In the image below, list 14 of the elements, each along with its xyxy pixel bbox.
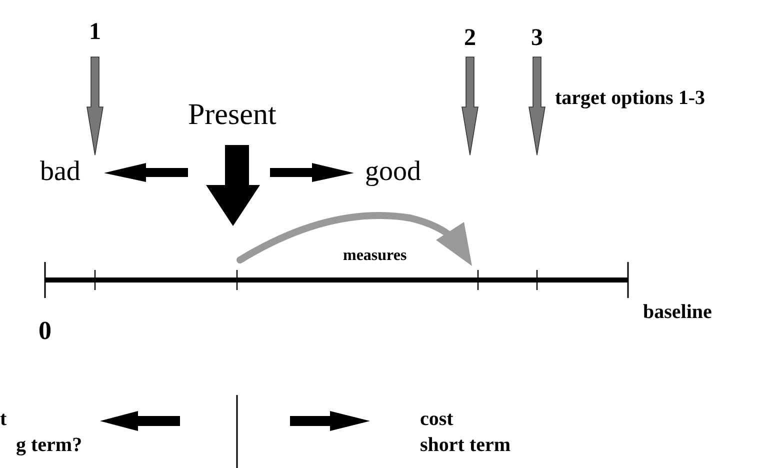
note-label: t (0, 409, 7, 429)
scale-value: 0 (38, 318, 52, 344)
callout-number: 3 (531, 26, 543, 50)
note-label: g term? (16, 435, 82, 455)
heading-label: Present (188, 100, 276, 130)
note-label: short term (420, 435, 511, 455)
callout-number: 1 (89, 20, 101, 44)
direction-label: good (365, 158, 421, 186)
scale-label: baseline (643, 302, 712, 322)
direction-label: bad (40, 158, 80, 186)
note-label: cost (420, 409, 454, 429)
arrow-label: measures (343, 248, 407, 264)
callout-number: 2 (464, 26, 476, 50)
note-label: target options 1-3 (555, 88, 705, 108)
